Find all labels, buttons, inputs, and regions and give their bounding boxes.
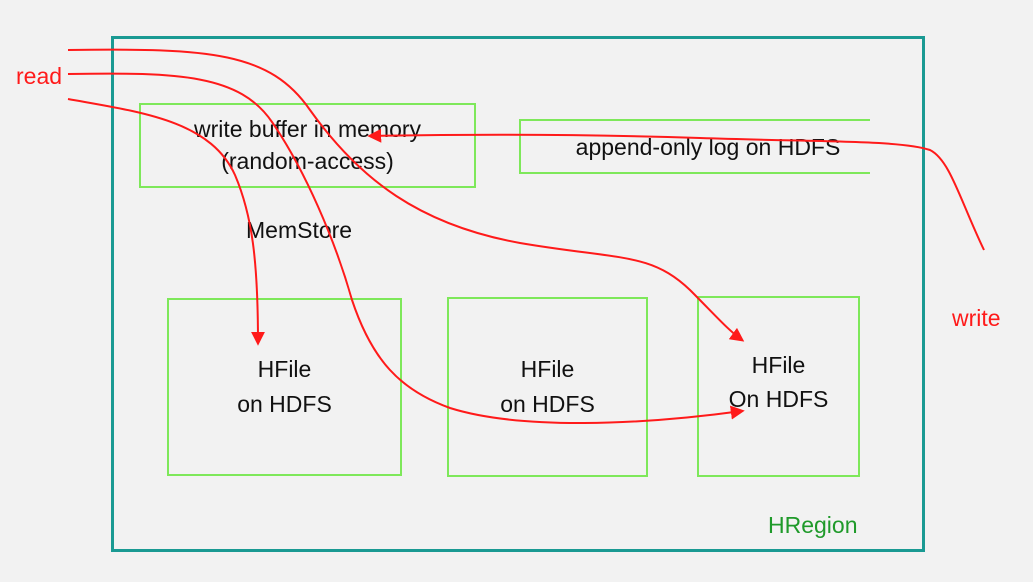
- write-buffer-box: [139, 103, 476, 188]
- hfile-1-line2: on HDFS: [237, 391, 332, 417]
- read-label: read: [16, 63, 63, 89]
- read-arrow-hfile-3-low: [67, 72, 745, 424]
- hfile-3-line1: HFile: [751, 352, 806, 378]
- hregion-container: [111, 36, 925, 552]
- memstore-label: MemStore: [246, 217, 353, 243]
- read-arrow-hfile-3-high: [67, 48, 745, 342]
- read-arrow-hfile-1: [67, 98, 265, 346]
- wal-box: [519, 119, 870, 174]
- hfile-box-3: [697, 296, 860, 477]
- write-buffer-label-line2: (random-access): [221, 148, 394, 174]
- hregion-label: HRegion: [768, 512, 858, 538]
- write-arrow: [367, 128, 985, 251]
- hfile-1-line1: HFile: [257, 356, 312, 382]
- write-buffer-label-line1: write buffer in memory: [193, 116, 422, 142]
- hfile-box-1: [167, 298, 402, 476]
- hfile-2-line1: HFile: [520, 356, 575, 382]
- hfile-3-line2: On HDFS: [728, 386, 829, 412]
- hfile-box-2: [447, 297, 648, 477]
- write-label: write: [952, 305, 1001, 331]
- hfile-2-line2: on HDFS: [500, 391, 595, 417]
